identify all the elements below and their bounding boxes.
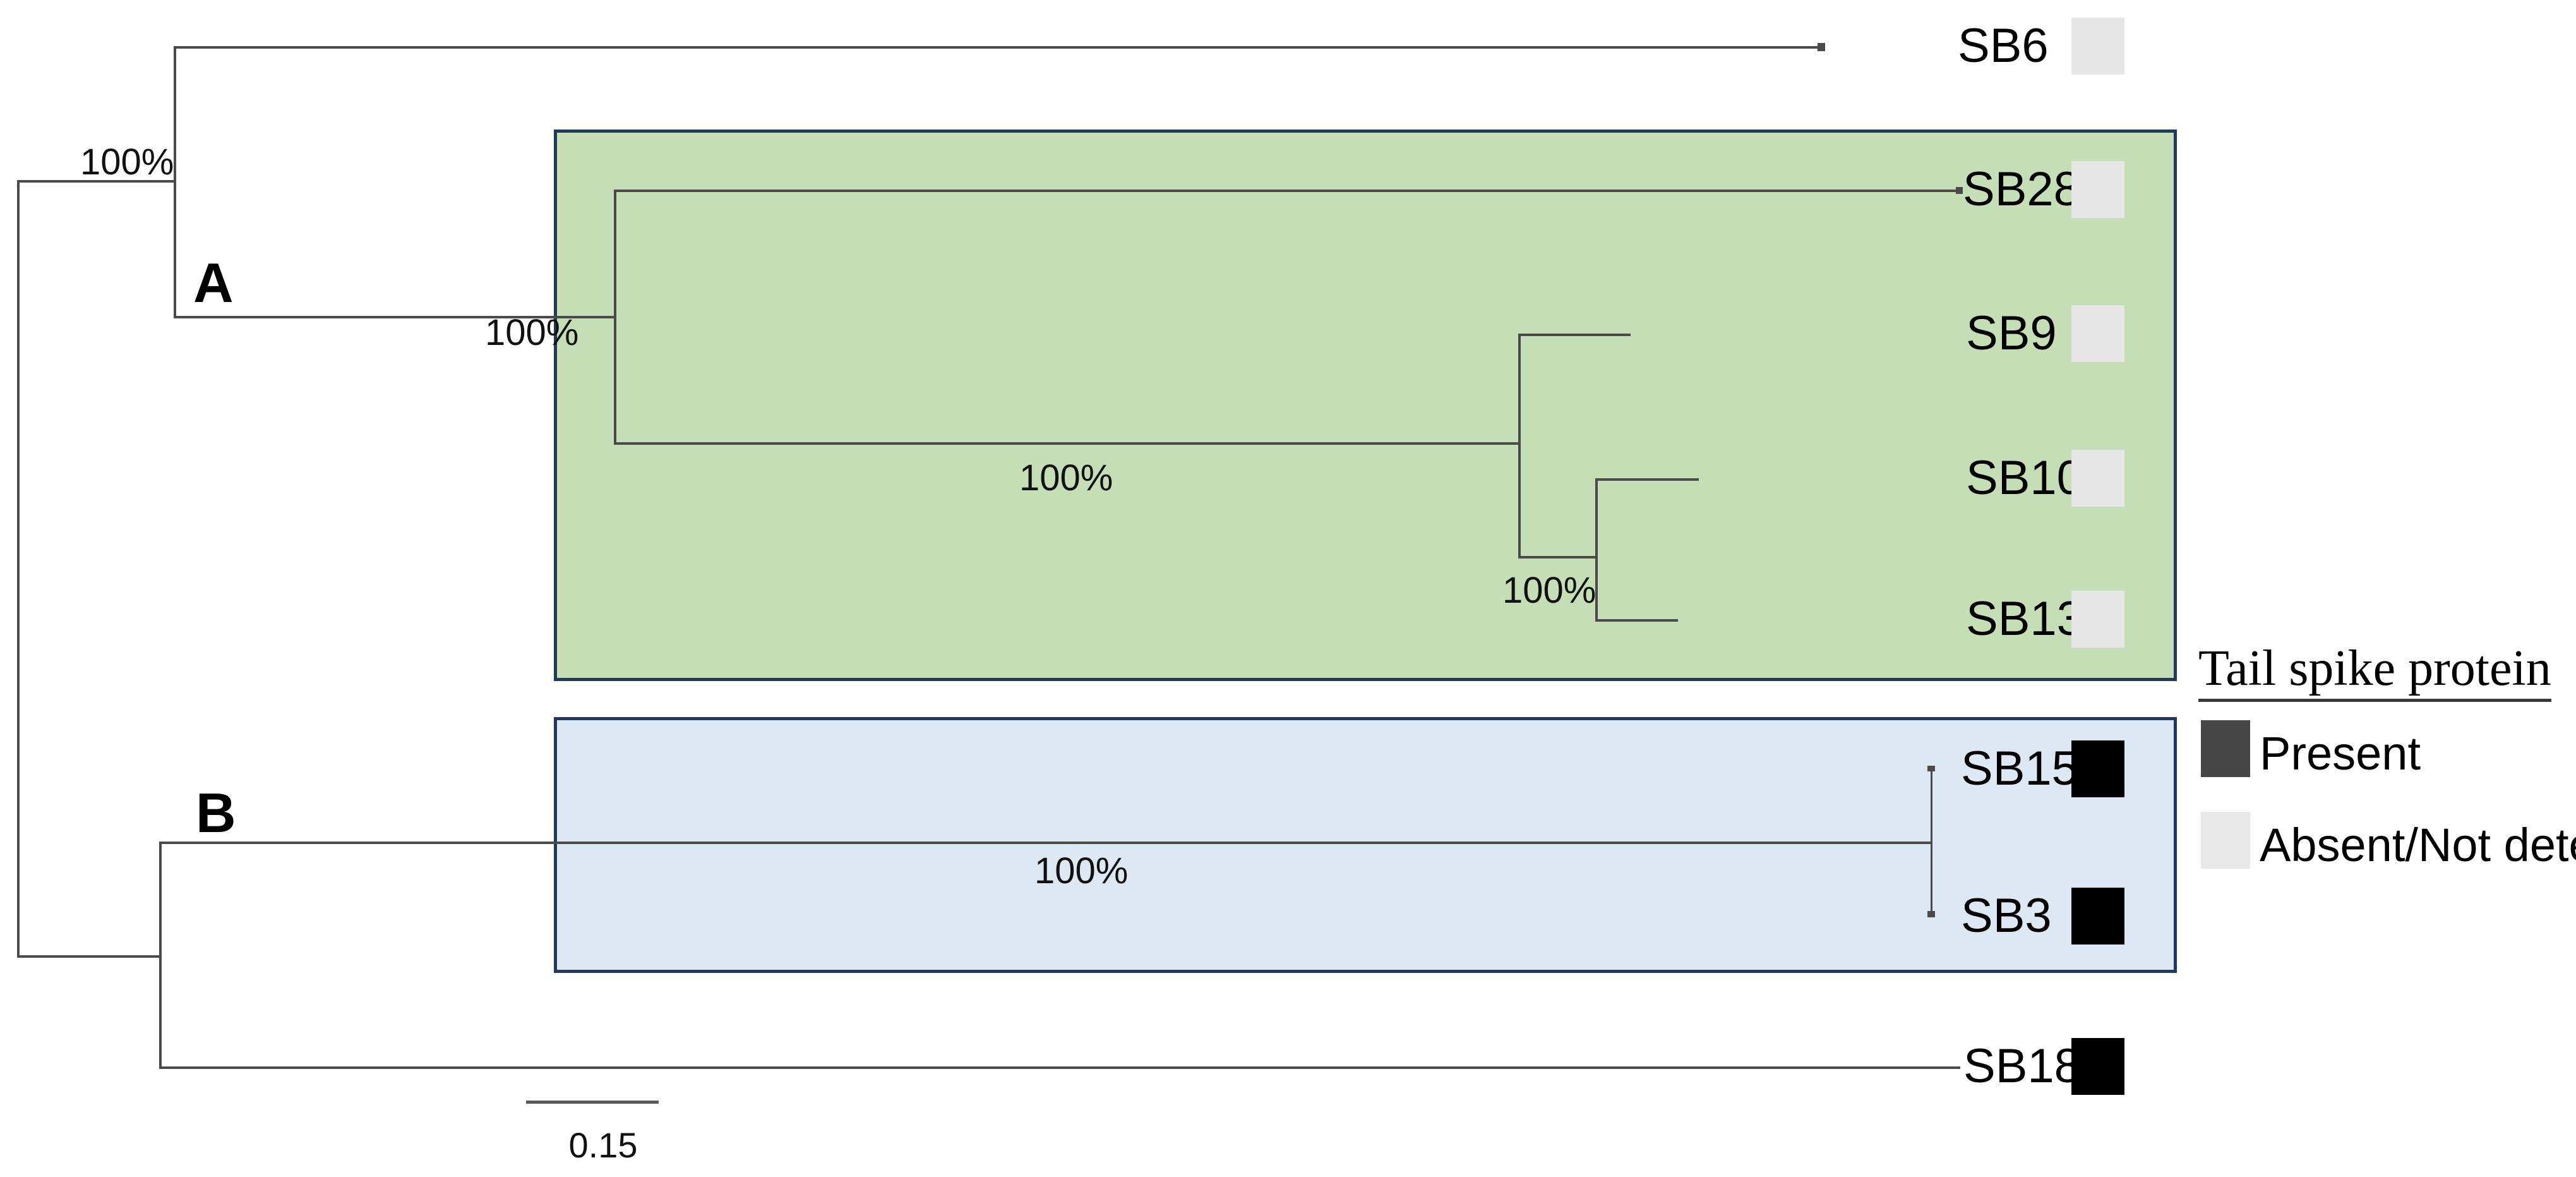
scale-bar-line	[526, 1101, 659, 1104]
bnode-bottom-tick	[1927, 911, 1935, 917]
taxon-square-sb3-present	[2071, 888, 2124, 945]
bnode-vertical	[1931, 769, 1932, 914]
taxon-label-sb13: SB13	[1966, 592, 2083, 646]
sb28-tip-tick	[1956, 187, 1963, 194]
green-inner-vertical	[614, 190, 616, 445]
bootstrap-label-clade-b-split: 100%	[1034, 850, 1129, 891]
bootstrap-label-sb10-sb13-split: 100%	[1502, 570, 1597, 611]
sb13-branch	[1595, 619, 1678, 622]
node2-vertical	[1595, 478, 1598, 622]
bootstrap-label-root-split: 100%	[80, 142, 174, 183]
sb28-branch	[614, 190, 1961, 192]
taxon-square-sb10-absent	[2071, 450, 2124, 507]
legend-swatch-absent	[2201, 812, 2250, 869]
bootstrap-label-clade-a-split: 100%	[485, 312, 579, 353]
bnode-top-tick	[1927, 766, 1935, 771]
node1-vertical	[1518, 334, 1521, 558]
taxon-square-sb15-present	[2071, 740, 2124, 797]
a-branch	[174, 316, 616, 318]
sb10-branch	[1595, 478, 1699, 481]
legend-label-absent: Absent/Not detected	[2260, 819, 2576, 871]
root-bottom-horizontal	[17, 955, 162, 958]
legend-swatch-present	[2201, 720, 2250, 777]
clade-b-box	[554, 717, 2177, 973]
clade-b-label: B	[196, 782, 236, 844]
taxon-label-sb6: SB6	[1958, 19, 2049, 73]
clade1-vertical	[174, 46, 176, 318]
sb6-branch	[174, 46, 1821, 49]
taxon-label-sb9: SB9	[1966, 306, 2057, 360]
taxon-square-sb28-absent	[2071, 161, 2124, 218]
b-branch	[159, 842, 1931, 844]
clade-a-label: A	[193, 251, 234, 314]
taxon-label-sb15: SB15	[1961, 742, 2078, 795]
inner-long-branch	[614, 442, 1521, 445]
cladeB-vertical	[159, 842, 162, 1069]
taxon-square-sb18-present	[2071, 1038, 2124, 1095]
bootstrap-label-inner-green-split: 100%	[1019, 457, 1113, 498]
taxon-label-sb3: SB3	[1961, 889, 2052, 943]
scale-bar-value: 0.15	[568, 1125, 638, 1165]
taxon-label-sb28: SB28	[1963, 162, 2080, 216]
taxon-square-sb6-absent	[2071, 18, 2124, 75]
taxon-square-sb13-absent	[2071, 591, 2124, 648]
legend-label-present: Present	[2260, 727, 2421, 780]
sb9-branch	[1518, 334, 1631, 336]
sb18-branch	[159, 1066, 1960, 1069]
taxon-label-sb10: SB10	[1966, 451, 2083, 505]
legend-title: Tail spike protein	[2198, 639, 2551, 702]
root-vertical	[17, 180, 20, 958]
node1-node2-horizontal	[1518, 556, 1598, 558]
taxon-label-sb18: SB18	[1963, 1039, 2081, 1093]
sb6-tip-tick	[1818, 43, 1825, 51]
root-top-horizontal	[17, 180, 176, 183]
taxon-square-sb9-absent	[2071, 305, 2124, 362]
clade-a-box	[554, 130, 2177, 681]
